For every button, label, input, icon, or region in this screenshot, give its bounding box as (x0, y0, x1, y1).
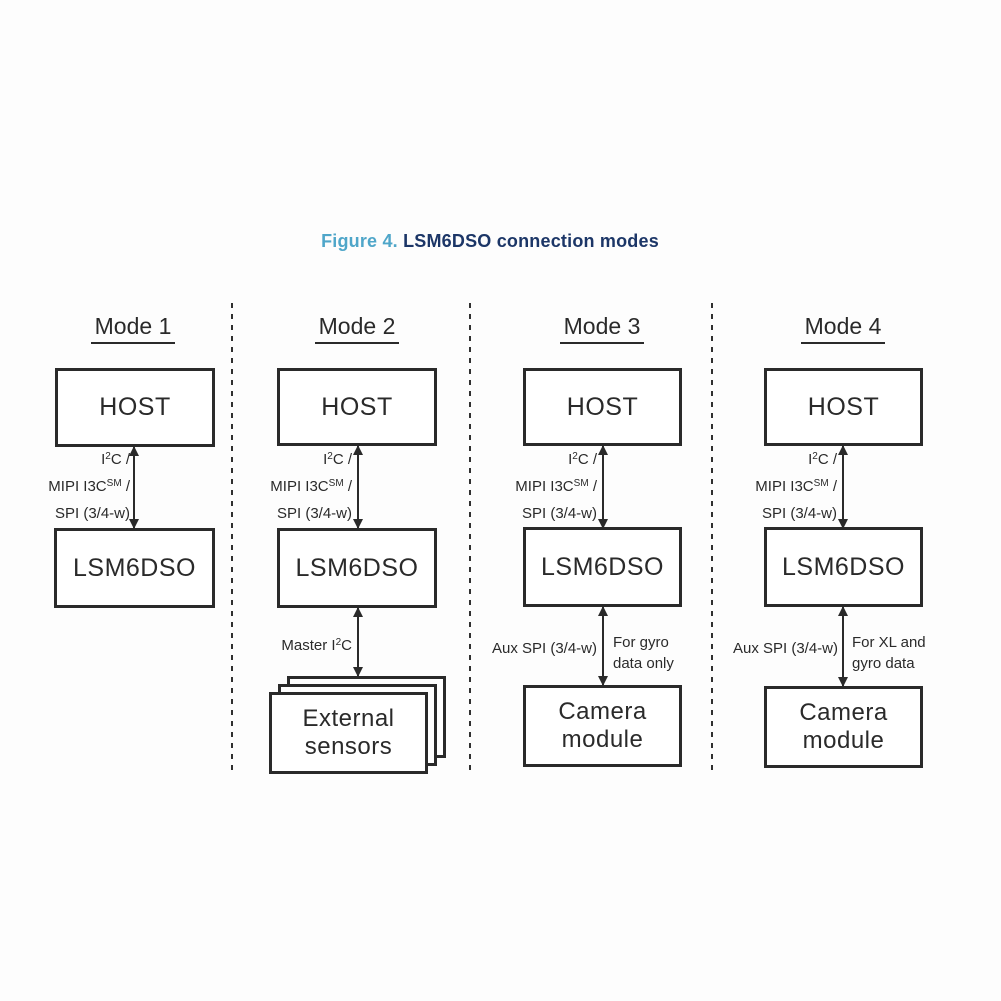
note-line-2: data only (613, 655, 674, 672)
mode-2-lsm6dso-box: LSM6DSO (277, 528, 437, 608)
mode-2-sensor-arrow (353, 607, 363, 677)
note-line-1: For XL and (852, 634, 926, 651)
mode-3-camera-arrow (598, 606, 608, 686)
mode-4-heading: Mode 4 (758, 313, 928, 344)
mode-4-lsm6dso-box: LSM6DSO (764, 527, 923, 607)
bus-label-line-1: I2C / (101, 451, 130, 468)
mode-3-aux-spi-label: Aux SPI (3/4-w) (491, 640, 597, 657)
bus-label-line-1: I2C / (568, 451, 597, 468)
mode-1-host-box: HOST (55, 368, 215, 447)
arrow-head-down (129, 519, 139, 529)
master-i2c-label: Master I2C (281, 637, 352, 654)
mode-1-heading: Mode 1 (48, 313, 218, 344)
bus-label-line-2: MIPI I3CSM / (755, 478, 837, 495)
bus-label-line-2: MIPI I3CSM / (515, 478, 597, 495)
separator-line-2 (469, 303, 471, 772)
external-sensors-box: External sensors (269, 692, 428, 774)
mode-4-aux-spi-label: Aux SPI (3/4-w) (732, 640, 838, 657)
mode-4-host-device-arrow (838, 445, 848, 529)
mode-2-host-box: HOST (277, 368, 437, 446)
mode-3-host-device-arrow (598, 445, 608, 529)
mode-2-bus-label: I2C / MIPI I3CSM / SPI (3/4-w) (270, 447, 352, 526)
arrow-head-down (838, 677, 848, 687)
figure-number: Figure 4. (321, 231, 398, 251)
arrow-head-down (598, 519, 608, 529)
bus-label-line-3: SPI (3/4-w) (54, 505, 130, 522)
separator-line-3 (711, 303, 713, 772)
mode-4-host-box: HOST (764, 368, 923, 446)
note-line-1: For gyro (613, 634, 669, 651)
figure-title: Figure 4. LSM6DSO connection modes (0, 231, 980, 252)
bus-label-line-3: SPI (3/4-w) (276, 505, 352, 522)
bus-label-line-2: MIPI I3CSM / (48, 478, 130, 495)
mode-4-note: For XL and gyro data (852, 632, 926, 674)
arrow-head-down (353, 519, 363, 529)
mode-4-camera-module-box: Camera module (764, 686, 923, 768)
bus-label-line-1: I2C / (808, 451, 837, 468)
arrow-head-up (353, 607, 363, 617)
arrow-head-down (598, 676, 608, 686)
mode-2-host-device-arrow (353, 445, 363, 529)
mode-3-heading: Mode 3 (517, 313, 687, 344)
arrow-head-down (353, 667, 363, 677)
bus-label-line-3: SPI (3/4-w) (761, 505, 837, 522)
figure-caption: LSM6DSO connection modes (397, 231, 659, 251)
mode-3-host-box: HOST (523, 368, 682, 446)
mode-1-host-device-arrow (129, 446, 139, 529)
bus-label-line-1: I2C / (323, 451, 352, 468)
mode-1-bus-label: I2C / MIPI I3CSM / SPI (3/4-w) (48, 447, 130, 526)
arrow-head-down (838, 519, 848, 529)
mode-4-bus-label: I2C / MIPI I3CSM / SPI (3/4-w) (755, 447, 837, 526)
bus-label-line-3: SPI (3/4-w) (521, 505, 597, 522)
bus-label-line-2: MIPI I3CSM / (270, 478, 352, 495)
mode-3-camera-module-box: Camera module (523, 685, 682, 767)
mode-3-bus-label: I2C / MIPI I3CSM / SPI (3/4-w) (515, 447, 597, 526)
arrow-head-up (598, 445, 608, 455)
arrow-head-up (353, 445, 363, 455)
arrow-head-up (838, 445, 848, 455)
mode-2-heading: Mode 2 (272, 313, 442, 344)
mode-3-lsm6dso-box: LSM6DSO (523, 527, 682, 607)
mode-3-note: For gyro data only (613, 632, 674, 674)
arrow-head-up (838, 606, 848, 616)
separator-line-1 (231, 303, 233, 772)
arrow-head-up (129, 446, 139, 456)
mode-1-lsm6dso-box: LSM6DSO (54, 528, 215, 608)
arrow-head-up (598, 606, 608, 616)
mode-4-camera-arrow (838, 606, 848, 687)
note-line-2: gyro data (852, 655, 915, 672)
